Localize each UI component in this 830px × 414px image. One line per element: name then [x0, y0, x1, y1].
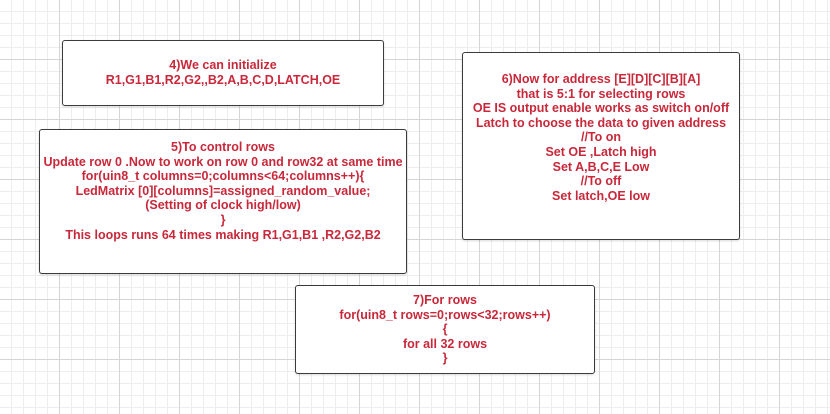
- note-line: R1,G1,B1,R2,G2,,B2,A,B,C,D,LATCH,OE: [105, 72, 341, 87]
- note-box-step-5[interactable]: 5)To control rows Update row 0 .Now to w…: [39, 129, 407, 274]
- note-line: //To on: [580, 130, 622, 145]
- note-line: Update row 0 .Now to work on row 0 and r…: [43, 154, 403, 169]
- note-box-step-4[interactable]: 4)We can initialize R1,G1,B1,R2,G2,,B2,A…: [62, 40, 384, 106]
- note-line: 6)Now for address [E][D][C][B][A]: [501, 72, 701, 86]
- note-box-step-7[interactable]: 7)For rows for(uin8_t rows=0;rows<32;row…: [295, 285, 595, 374]
- note-line: Set OE ,Latch high: [545, 144, 657, 159]
- note-line: Latch to choose the data to given addres…: [475, 115, 727, 130]
- note-line: }: [220, 212, 226, 227]
- note-line: This loops runs 64 times making R1,G1,B1…: [65, 227, 381, 242]
- note-line: 7)For rows: [413, 293, 477, 307]
- note-line: }: [442, 351, 448, 366]
- note-line: Set A,B,C,E Low: [552, 159, 650, 174]
- note-line: that is 5:1 for selecting rows: [516, 86, 686, 101]
- note-line: for all 32 rows: [402, 336, 488, 351]
- note-line: OE IS output enable works as switch on/o…: [472, 101, 730, 116]
- note-line: 5)To control rows: [171, 140, 275, 154]
- note-line: //To off: [580, 174, 622, 189]
- note-line: LedMatrix [0][columns]=assigned_random_v…: [75, 183, 371, 198]
- note-line: Set latch,OE low: [552, 188, 650, 203]
- note-line: 4)We can initialize: [169, 58, 277, 72]
- note-line: (Setting of clock high/low): [145, 198, 301, 213]
- note-line: for(uin8_t columns=0;columns<64;columns+…: [81, 169, 365, 184]
- note-line: {: [442, 322, 448, 337]
- note-box-step-6[interactable]: 6)Now for address [E][D][C][B][A] that i…: [462, 52, 740, 240]
- note-line: for(uin8_t rows=0;rows<32;rows++): [339, 307, 551, 322]
